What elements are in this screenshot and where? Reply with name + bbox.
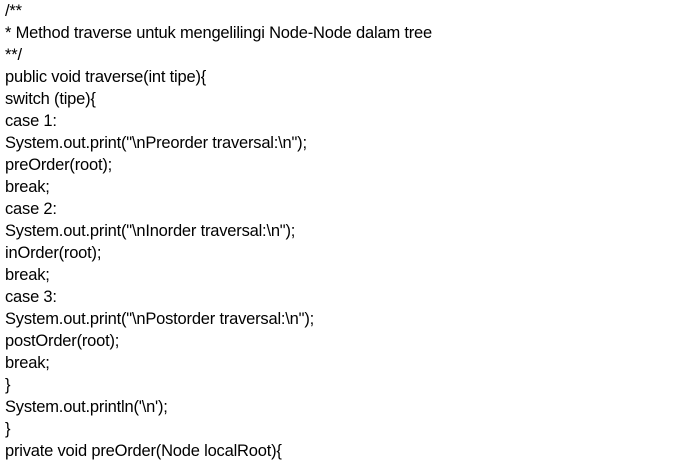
code-line-5: switch (tipe){ (5, 90, 96, 108)
code-line-19: System.out.println('\n'); (5, 398, 168, 416)
code-line-20: } (5, 420, 11, 438)
code-line-13: break; (5, 266, 50, 284)
code-line-9: break; (5, 178, 50, 196)
code-line-10: case 2: (5, 200, 57, 218)
code-line-18: } (5, 376, 11, 394)
code-listing: /** * Method traverse untuk mengelilingi… (5, 0, 432, 462)
code-line-11: System.out.print("\nInorder traversal:\n… (5, 222, 296, 240)
code-line-17: break; (5, 354, 50, 372)
code-line-6: case 1: (5, 112, 57, 130)
code-line-1: /** (5, 2, 22, 20)
code-line-3: **/ (5, 46, 22, 64)
code-line-2: * Method traverse untuk mengelilingi Nod… (5, 24, 433, 42)
code-line-15: System.out.print("\nPostorder traversal:… (5, 310, 314, 328)
code-line-21: private void preOrder(Node localRoot){ (5, 442, 282, 460)
code-line-4: public void traverse(int tipe){ (5, 68, 207, 86)
code-line-16: postOrder(root); (5, 332, 120, 350)
code-line-14: case 3: (5, 288, 57, 306)
code-line-7: System.out.print("\nPreorder traversal:\… (5, 134, 307, 152)
code-line-12: inOrder(root); (5, 244, 102, 262)
code-line-8: preOrder(root); (5, 156, 113, 174)
